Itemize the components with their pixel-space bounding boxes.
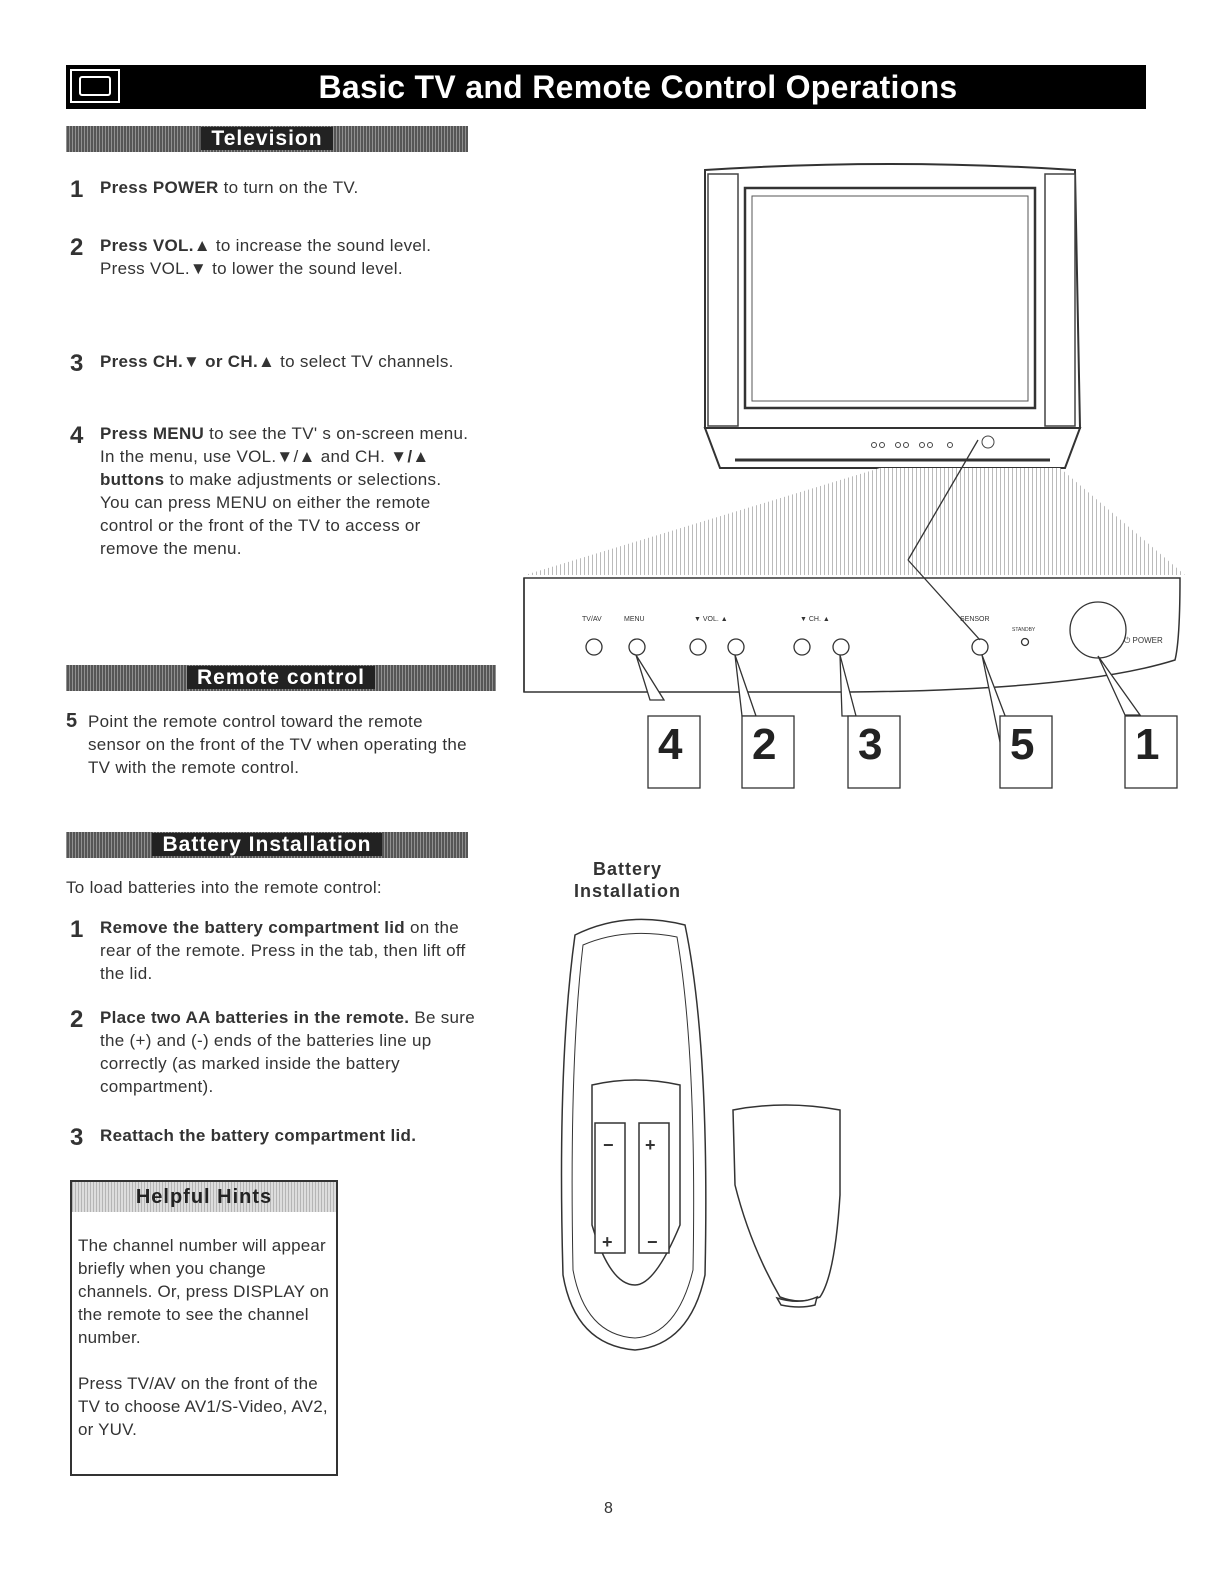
- tv-step-1: Press POWER to turn on the TV.: [100, 178, 359, 197]
- tv-step-2: Press VOL.▲ to increase the sound level.…: [100, 236, 432, 278]
- battery-step-3: Reattach the battery compartment lid.: [100, 1126, 417, 1145]
- ch-label: ▼ CH. ▲: [800, 616, 830, 623]
- tv-step-3: Press CH.▼ or CH.▲ to select TV channels…: [100, 352, 454, 371]
- callout-4: 4: [658, 720, 683, 769]
- television-heading: Television: [66, 126, 468, 152]
- svg-text:+: +: [602, 1232, 613, 1252]
- battery-step-2: Place two AA batteries in the remote. Be…: [100, 1008, 476, 1096]
- tvav-label: TV/AV: [582, 616, 602, 623]
- step-number: 2: [70, 234, 84, 261]
- tv-front-panel-illustration: [523, 163, 1185, 789]
- battery-intro: To load batteries into the remote contro…: [66, 878, 382, 897]
- step-number: 1: [70, 916, 84, 943]
- tv-step-4: Press MENU to see the TV' s on-screen me…: [100, 424, 469, 558]
- page-title: Basic TV and Remote Control Operations: [318, 69, 958, 105]
- step-number: 2: [70, 1006, 84, 1033]
- page-number: 8: [604, 1500, 613, 1517]
- step-number: 3: [70, 350, 84, 377]
- step-number: 3: [70, 1124, 84, 1151]
- title-banner: [66, 65, 1146, 109]
- remote-battery-illustration: − + + −: [560, 918, 841, 1351]
- helpful-hints-box: [70, 1180, 338, 1476]
- step-number: 1: [70, 176, 84, 203]
- callout-1: 1: [1135, 720, 1160, 769]
- standby-label: STANDBY: [1012, 627, 1036, 633]
- callout-2: 2: [752, 720, 777, 769]
- vol-label: ▼ VOL. ▲: [694, 616, 728, 623]
- remote-control-heading: Remote control: [66, 665, 496, 691]
- svg-text:−: −: [647, 1232, 658, 1252]
- hint-paragraph-2: Press TV/AV on the front of the TV to ch…: [78, 1374, 328, 1439]
- helpful-hints-heading: Helpful Hints: [72, 1182, 336, 1212]
- svg-text:−: −: [603, 1135, 614, 1155]
- tv-icon: [70, 69, 120, 103]
- step-number: 4: [70, 422, 84, 449]
- menu-label: MENU: [624, 616, 645, 623]
- sensor-label: SENSOR: [960, 616, 990, 623]
- remote-step-5: Point the remote control toward the remo…: [88, 712, 467, 777]
- battery-installation-heading: Battery Installation: [66, 832, 468, 858]
- hint-paragraph-1: The channel number will appear briefly w…: [78, 1236, 330, 1347]
- callout-3: 3: [858, 720, 883, 769]
- power-label: ⏻ POWER: [1124, 636, 1163, 645]
- callout-5: 5: [1010, 720, 1035, 769]
- svg-text:+: +: [645, 1135, 656, 1155]
- battery-step-1: Remove the battery compartment lid on th…: [100, 918, 466, 983]
- step-number: 5: [66, 710, 78, 732]
